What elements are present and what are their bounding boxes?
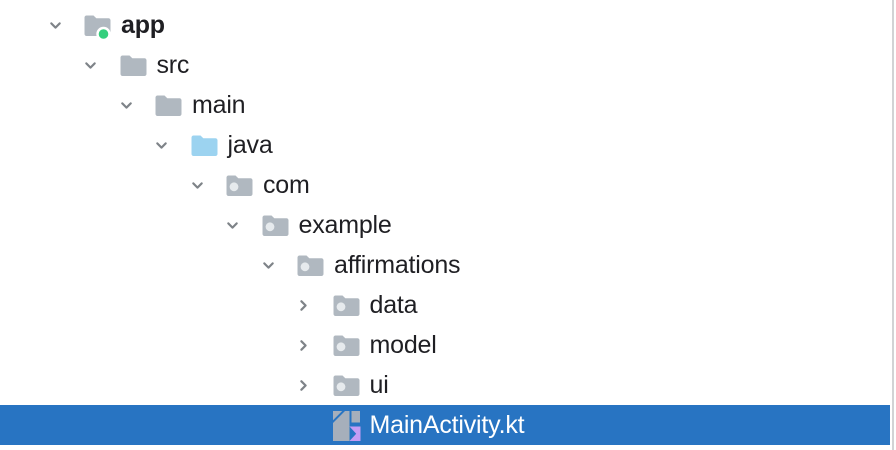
folder-icon <box>154 92 183 118</box>
tree-item-com[interactable]: com <box>0 165 890 205</box>
chevron-right-icon[interactable] <box>296 297 312 313</box>
sources-folder-icon <box>190 132 219 158</box>
tree-item-label: affirmations <box>334 251 461 279</box>
tree-item-label: model <box>369 331 437 359</box>
tree-item-label: data <box>369 291 418 319</box>
tree-item-label: example <box>298 211 392 239</box>
chevron-right-icon[interactable] <box>296 377 312 393</box>
package-folder-icon <box>225 172 254 198</box>
tree-item-label: app <box>121 11 165 39</box>
module-folder-icon <box>83 12 112 42</box>
tree-item-example[interactable]: example <box>0 205 890 245</box>
chevron-down-icon[interactable] <box>260 257 276 273</box>
tree-item-ui[interactable]: ui <box>0 365 890 405</box>
panel-right-border <box>892 0 894 450</box>
tree-item-affirmations[interactable]: affirmations <box>0 245 890 285</box>
tree-item-mainactivity-kt[interactable]: MainActivity.kt <box>0 405 890 445</box>
package-folder-icon <box>332 292 361 318</box>
tree-item-label: MainActivity.kt <box>369 411 525 439</box>
chevron-down-icon[interactable] <box>225 217 241 233</box>
package-folder-icon <box>296 252 325 278</box>
tree-item-model[interactable]: model <box>0 325 890 365</box>
chevron-down-icon[interactable] <box>154 137 170 153</box>
chevron-down-icon[interactable] <box>189 177 205 193</box>
chevron-down-icon[interactable] <box>47 17 63 33</box>
package-folder-icon <box>332 372 361 398</box>
tree-item-label: com <box>263 171 310 199</box>
chevron-down-icon[interactable] <box>118 97 134 113</box>
folder-icon <box>119 52 148 78</box>
tree-item-label: main <box>192 91 246 119</box>
tree-item-data[interactable]: data <box>0 285 890 325</box>
chevron-down-icon[interactable] <box>83 57 99 73</box>
tree-item-label: ui <box>369 371 389 399</box>
tree-item-src[interactable]: src <box>0 45 890 85</box>
tree-item-label: java <box>227 131 273 159</box>
tree-item-java[interactable]: java <box>0 125 890 165</box>
package-folder-icon <box>332 332 361 358</box>
tree-item-main[interactable]: main <box>0 85 890 125</box>
tree-item-app[interactable]: app <box>0 5 890 45</box>
kotlin-file-icon <box>332 410 361 441</box>
package-folder-icon <box>261 212 290 238</box>
tree-item-label: src <box>156 51 190 79</box>
chevron-placeholder <box>296 417 312 433</box>
chevron-right-icon[interactable] <box>296 337 312 353</box>
